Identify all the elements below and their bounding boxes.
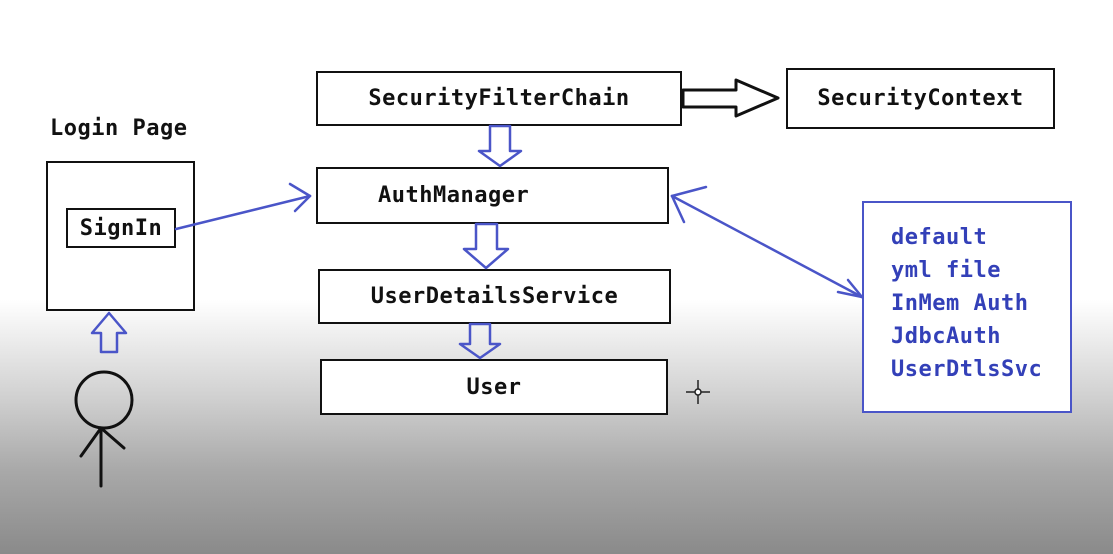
user-details-service-box: UserDetailsService bbox=[318, 269, 671, 324]
arrow-authmanager-to-sources bbox=[670, 185, 864, 299]
auth-source-item: default bbox=[891, 225, 988, 250]
arrow-signin-to-authmanager bbox=[174, 182, 312, 231]
signin-button[interactable]: SignIn bbox=[66, 208, 176, 248]
security-filter-chain-box: SecurityFilterChain bbox=[316, 71, 682, 126]
auth-source-item: JdbcAuth bbox=[891, 324, 1001, 349]
arrow-sfc-to-authmanager bbox=[477, 124, 523, 168]
security-context-box: SecurityContext bbox=[786, 68, 1055, 129]
arrow-authmanager-to-uds bbox=[462, 222, 510, 270]
arrow-sfc-to-context bbox=[681, 78, 780, 118]
arrow-user-to-loginpage bbox=[90, 311, 128, 354]
auth-manager-box: AuthManager bbox=[316, 167, 669, 224]
user-box: User bbox=[320, 359, 668, 415]
auth-source-item: InMem Auth bbox=[891, 291, 1029, 316]
user-stick-figure-icon bbox=[74, 370, 134, 488]
arrow-uds-to-user bbox=[458, 322, 502, 360]
auth-source-item: yml file bbox=[891, 258, 1001, 283]
login-page-title: Login Page bbox=[50, 116, 188, 141]
cursor-crosshair-icon bbox=[686, 380, 710, 404]
auth-sources-box: default yml file InMem Auth JdbcAuth Use… bbox=[862, 201, 1072, 413]
auth-source-item: UserDtlsSvc bbox=[891, 357, 1043, 382]
